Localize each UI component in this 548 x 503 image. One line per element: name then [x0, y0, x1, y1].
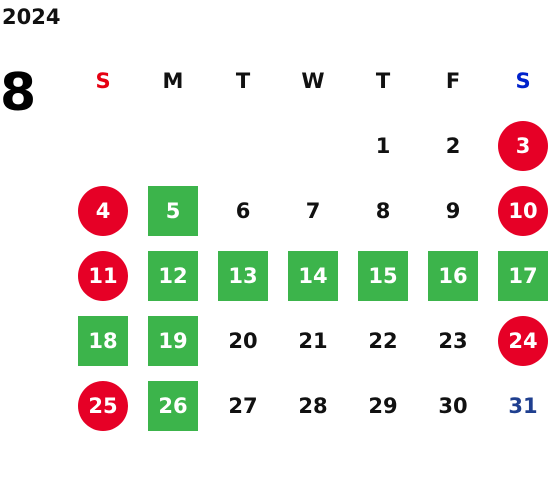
day-cell-18[interactable]: 18	[68, 308, 138, 373]
day-number: 22	[368, 328, 398, 353]
day-cell-12[interactable]: 12	[138, 243, 208, 308]
weekday-saturday: S	[515, 68, 531, 93]
weekday-wednesday: W	[301, 68, 325, 93]
day-number: 13	[218, 250, 268, 301]
day-cell-15[interactable]: 15	[348, 243, 418, 308]
empty-cell	[208, 113, 278, 178]
day-cell-31[interactable]: 31	[488, 373, 548, 438]
day-cell-21[interactable]: 21	[278, 308, 348, 373]
day-cell-28[interactable]: 28	[278, 373, 348, 438]
day-number: 29	[368, 393, 398, 418]
day-cell-24[interactable]: 24	[488, 308, 548, 373]
day-number: 1	[375, 133, 391, 158]
day-cell-30[interactable]: 30	[418, 373, 488, 438]
day-number: 3	[498, 120, 548, 171]
day-number: 18	[78, 315, 128, 366]
day-number: 25	[78, 380, 128, 431]
day-number: 26	[148, 380, 198, 431]
day-cell-23[interactable]: 23	[418, 308, 488, 373]
day-number: 5	[148, 185, 198, 236]
day-cell-26[interactable]: 26	[138, 373, 208, 438]
empty-cell	[68, 113, 138, 178]
day-number: 14	[288, 250, 338, 301]
day-cell-6[interactable]: 6	[208, 178, 278, 243]
day-cell-1[interactable]: 1	[348, 113, 418, 178]
day-cell-8[interactable]: 8	[348, 178, 418, 243]
empty-cell	[138, 113, 208, 178]
day-number: 27	[228, 393, 258, 418]
day-number: 11	[78, 250, 128, 301]
day-number: 19	[148, 315, 198, 366]
weekday-thursday: T	[375, 68, 391, 93]
day-number: 16	[428, 250, 478, 301]
day-number: 7	[305, 198, 321, 223]
day-cell-16[interactable]: 16	[418, 243, 488, 308]
weekday-friday: F	[445, 68, 461, 93]
day-cell-4[interactable]: 4	[68, 178, 138, 243]
month-number: 8	[0, 63, 37, 123]
day-number: 4	[78, 185, 128, 236]
day-number: 28	[298, 393, 328, 418]
day-number: 20	[228, 328, 258, 353]
weekday-sunday: S	[95, 68, 111, 93]
day-number: 21	[298, 328, 328, 353]
day-cell-27[interactable]: 27	[208, 373, 278, 438]
day-cell-29[interactable]: 29	[348, 373, 418, 438]
day-number: 2	[445, 133, 461, 158]
day-cell-25[interactable]: 25	[68, 373, 138, 438]
weekday-monday: M	[162, 68, 184, 93]
day-number: 8	[375, 198, 391, 223]
day-cell-14[interactable]: 14	[278, 243, 348, 308]
day-cell-19[interactable]: 19	[138, 308, 208, 373]
day-cell-2[interactable]: 2	[418, 113, 488, 178]
day-number: 17	[498, 250, 548, 301]
day-number: 10	[498, 185, 548, 236]
day-cell-13[interactable]: 13	[208, 243, 278, 308]
day-number: 30	[438, 393, 468, 418]
day-number: 9	[445, 198, 461, 223]
day-cell-3[interactable]: 3	[488, 113, 548, 178]
day-cell-11[interactable]: 11	[68, 243, 138, 308]
year-label: 2024	[2, 5, 61, 29]
weekday-tuesday: T	[235, 68, 251, 93]
day-number: 23	[438, 328, 468, 353]
day-cell-7[interactable]: 7	[278, 178, 348, 243]
day-number: 31	[508, 393, 538, 418]
day-cell-17[interactable]: 17	[488, 243, 548, 308]
day-number: 12	[148, 250, 198, 301]
day-cell-20[interactable]: 20	[208, 308, 278, 373]
day-number: 15	[358, 250, 408, 301]
day-cell-9[interactable]: 9	[418, 178, 488, 243]
day-cell-5[interactable]: 5	[138, 178, 208, 243]
day-cell-10[interactable]: 10	[488, 178, 548, 243]
empty-cell	[278, 113, 348, 178]
day-number: 24	[498, 315, 548, 366]
day-number: 6	[235, 198, 251, 223]
day-cell-22[interactable]: 22	[348, 308, 418, 373]
